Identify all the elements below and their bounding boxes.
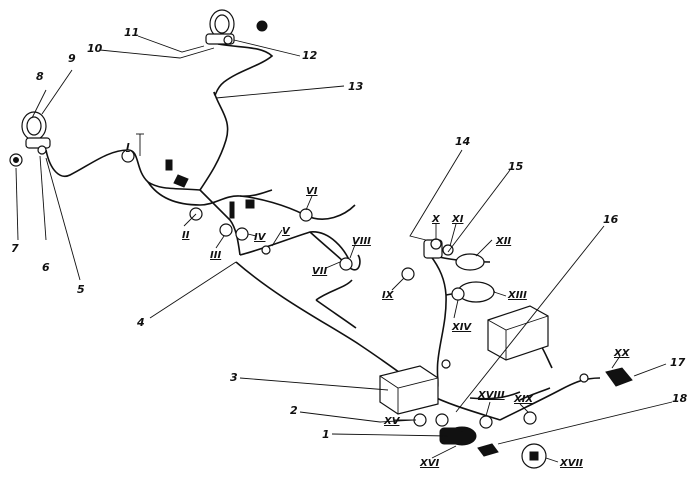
label-9: 9	[68, 52, 76, 65]
label-roman-xiii: XIII	[507, 290, 527, 301]
label-roman-xx: XX	[613, 348, 631, 359]
label-7: 7	[11, 242, 19, 255]
label-1: 1	[322, 428, 330, 441]
label-11: 11	[124, 26, 139, 39]
label-5: 5	[77, 283, 85, 296]
horn-icon	[579, 367, 633, 387]
label-roman-iii: III	[210, 250, 221, 261]
label-roman-iv: IV	[254, 232, 267, 243]
label-15: 15	[508, 160, 524, 173]
battery-box-upper-icon	[487, 305, 549, 361]
connector-xix-icon	[523, 411, 537, 425]
label-roman-xvii: XVII	[559, 458, 583, 469]
label-roman-ix: IX	[382, 290, 395, 301]
connector-xiv-icon	[441, 359, 451, 369]
label-roman-xii: XII	[495, 236, 511, 247]
label-4: 4	[136, 316, 145, 329]
label-16: 16	[603, 213, 619, 226]
starter-motor-icon	[413, 413, 477, 446]
label-6: 6	[42, 261, 50, 274]
label-roman-xviii: XVIII	[477, 390, 505, 401]
numeric-labels: 1 2 3 4 5 6 7 8 9 10 11 12 13 14 15 16 1…	[11, 26, 688, 441]
lamp-left-icon	[9, 111, 51, 167]
label-13: 13	[348, 80, 364, 93]
label-roman-x: X	[431, 214, 441, 225]
label-roman-xiv: XIV	[451, 322, 472, 333]
label-roman-xix: XIX	[513, 394, 534, 405]
label-roman-vii: VII	[312, 266, 327, 277]
label-18: 18	[672, 392, 688, 405]
lamp-top-icon	[205, 9, 268, 45]
roman-labels: I II III IV V VI VII VIII IX X XI XII XI…	[126, 142, 631, 469]
label-12: 12	[302, 49, 318, 62]
label-roman-viii: VIII	[352, 236, 371, 247]
label-roman-i: I	[126, 142, 130, 153]
wiring-harness	[45, 43, 601, 421]
leader-lines	[15, 35, 673, 463]
label-roman-xi: XI	[451, 214, 464, 225]
dashboard-connectors-icon	[121, 133, 353, 271]
label-14: 14	[455, 135, 470, 148]
label-17: 17	[670, 356, 686, 369]
relay-cluster-icon	[401, 238, 495, 303]
label-roman-ii: II	[182, 230, 190, 241]
label-roman-vi: VI	[306, 186, 318, 197]
battery-box-main-icon	[379, 365, 439, 415]
components	[9, 9, 633, 469]
label-10: 10	[87, 42, 103, 55]
label-roman-v: V	[282, 226, 291, 237]
label-3: 3	[230, 371, 238, 384]
fuse-block-icon	[477, 415, 499, 457]
label-8: 8	[36, 70, 44, 83]
label-roman-xvi: XVI	[419, 458, 439, 469]
label-roman-xv: XV	[383, 416, 401, 427]
label-2: 2	[290, 404, 298, 417]
socket-icon	[521, 443, 547, 469]
